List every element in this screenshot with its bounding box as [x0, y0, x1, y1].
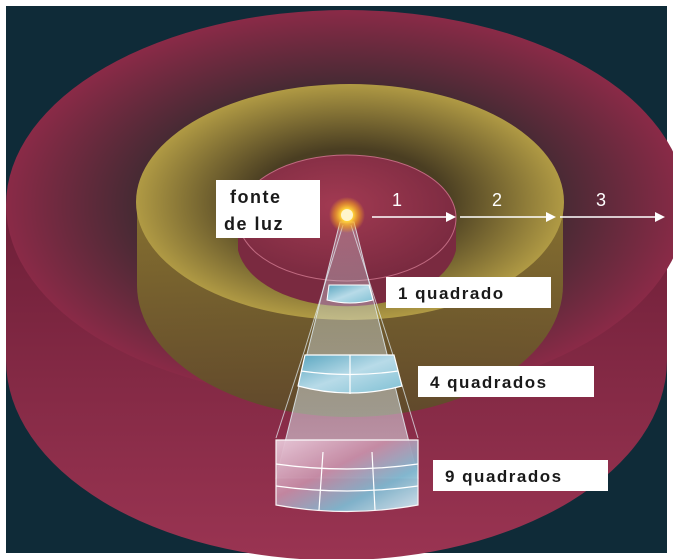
svg-text:1 quadrado: 1 quadrado: [398, 284, 505, 303]
svg-text:9 quadrados: 9 quadrados: [445, 467, 563, 486]
arrow-head-1: [446, 212, 456, 222]
distance-label-2: 2: [492, 190, 502, 210]
distance-arrows: [372, 212, 665, 222]
distance-label-1: 1: [392, 190, 402, 210]
light-source-label: fonte de luz: [216, 180, 320, 238]
area-label-4: 4 quadrados: [418, 366, 594, 397]
svg-text:4 quadrados: 4 quadrados: [430, 373, 548, 392]
distance-label-3: 3: [596, 190, 606, 210]
light-source-label-line1: fonte: [230, 187, 282, 207]
area-label-1: 1 quadrado: [386, 277, 551, 308]
light-source-label-line2: de luz: [224, 214, 284, 234]
area-patch-1: [326, 284, 374, 304]
area-label-9: 9 quadrados: [433, 460, 608, 491]
arrow-head-2: [546, 212, 556, 222]
area-patch-9: [275, 439, 419, 513]
arrow-head-3: [655, 212, 665, 222]
area-patch-4: [297, 354, 403, 394]
